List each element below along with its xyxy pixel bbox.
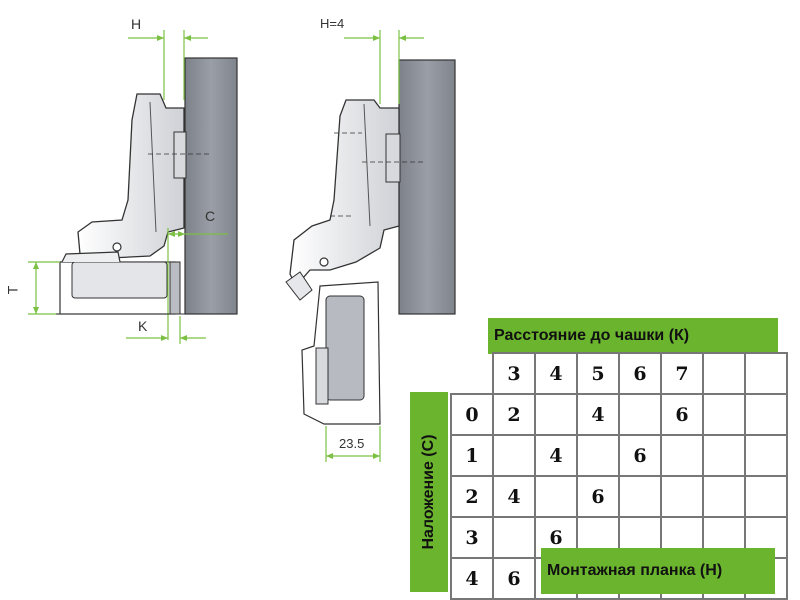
column-header-cell: 6 [618, 352, 662, 395]
table-cell [744, 475, 788, 518]
table-cell [660, 434, 704, 477]
table-cell [576, 434, 620, 477]
column-header-cell [744, 352, 788, 395]
overlay-value-cell: 3 [450, 516, 494, 559]
table-cell: 6 [576, 475, 620, 518]
left-cabinet-panel [184, 57, 238, 315]
column-header-cell: 7 [660, 352, 704, 395]
table-cell [744, 434, 788, 477]
dimension-label-h: H [131, 16, 142, 32]
left-cup-recess [71, 261, 168, 299]
overlay-title: Наложение (С) [420, 434, 437, 550]
overlay-value-cell: 4 [450, 557, 494, 600]
table-cell [492, 434, 536, 477]
right-hinge-arm [289, 99, 400, 288]
table-cell [618, 475, 662, 518]
table-cell: 6 [618, 434, 662, 477]
table-cell: 6 [492, 557, 536, 600]
column-header-cell: 4 [534, 352, 578, 395]
table-cell [618, 393, 662, 436]
overlay-value-cell: 2 [450, 475, 494, 518]
cup-distance-header: Расстояние до чашки (К) [488, 318, 778, 354]
cup-distance-title: Расстояние до чашки (К) [494, 327, 690, 344]
right-hinge-view [285, 30, 456, 462]
left-hinge-view [28, 30, 238, 344]
overlay-value-cell: 1 [450, 434, 494, 477]
table-cell [534, 393, 578, 436]
dimension-label-23-5: 23.5 [339, 436, 365, 451]
mounting-plate-header: Монтажная планка (Н) [541, 548, 775, 594]
right-hinge-pivot [319, 257, 329, 267]
right-cup-recess [325, 295, 365, 401]
table-cell: 2 [492, 393, 536, 436]
table-corner [451, 353, 493, 394]
dimension-label-t: T [4, 285, 21, 295]
table-cell [702, 475, 746, 518]
left-hinge-arm [77, 93, 185, 259]
mounting-plate-title: Монтажная планка (Н) [547, 562, 723, 579]
left-hinge-pivot [112, 242, 122, 252]
dimension-label-k: K [138, 318, 148, 334]
table-cell: 4 [534, 434, 578, 477]
table-cell [744, 393, 788, 436]
table-cell: 4 [576, 393, 620, 436]
overlay-side-header: Наложение (С) [410, 392, 448, 592]
column-header-cell [702, 352, 746, 395]
dimension-label-h4: H=4 [320, 16, 345, 31]
table-cell [702, 434, 746, 477]
table-cell [534, 475, 578, 518]
overlay-value-cell: 0 [450, 393, 494, 436]
column-header-cell: 3 [492, 352, 536, 395]
table-cell [702, 393, 746, 436]
right-cabinet-panel [398, 59, 456, 315]
table-cell: 6 [660, 393, 704, 436]
dimension-label-c: C [205, 208, 216, 224]
table-cell [492, 516, 536, 559]
column-header-cell: 5 [576, 352, 620, 395]
table-cell [660, 475, 704, 518]
table-cell: 4 [492, 475, 536, 518]
